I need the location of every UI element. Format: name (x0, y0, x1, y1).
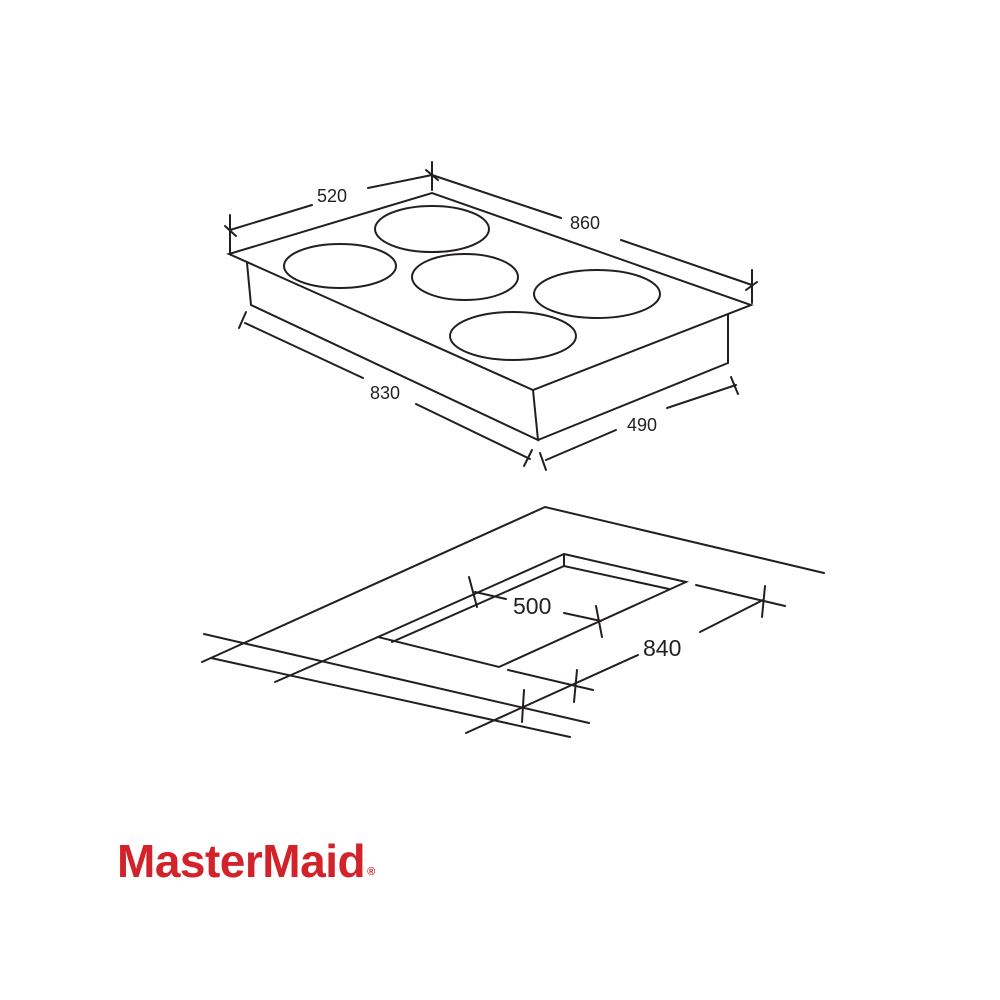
countertop-front-edge (210, 657, 571, 738)
burner (374, 205, 490, 253)
countertop-front-edge (203, 633, 590, 724)
hob-top-surface (226, 191, 754, 392)
burner (283, 243, 397, 289)
dimension-label-520: 520 (317, 186, 347, 206)
countertop-edge (201, 505, 825, 663)
burner (533, 269, 661, 319)
burner (449, 311, 577, 361)
cutout-dimension-lines: 500 840 (465, 576, 786, 734)
registered-mark: ® (367, 866, 375, 878)
hob-dimension-lines: 520 860 830 490 (224, 161, 758, 471)
cutout-outline (374, 552, 690, 669)
hob-body-right (537, 314, 729, 441)
burner (411, 253, 519, 301)
brand-logo: MasterMaid® (117, 834, 375, 888)
countertop-cutout (201, 505, 825, 738)
hob-isometric (226, 191, 754, 442)
dimension-label-860: 860 (570, 213, 600, 233)
hob-body-left (246, 262, 540, 442)
dimension-label-830: 830 (370, 383, 400, 403)
dimension-label-500: 500 (513, 593, 551, 619)
dimension-label-490: 490 (627, 415, 657, 435)
dimension-label-840: 840 (643, 635, 681, 661)
brand-name: MasterMaid (117, 835, 366, 887)
